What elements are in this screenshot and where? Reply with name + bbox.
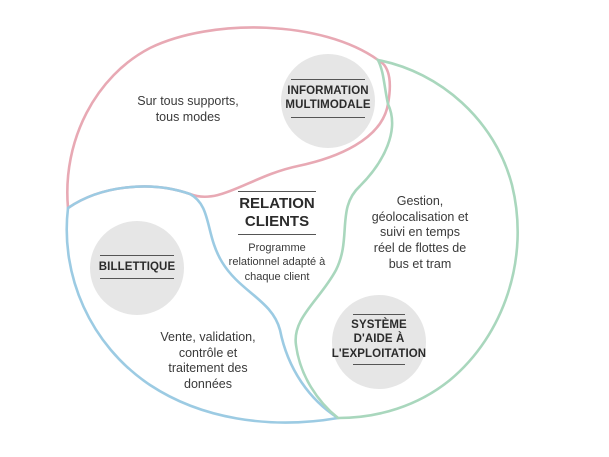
billettique-description: Vente, validation, contrôle et traitemen… — [148, 330, 268, 393]
sae-title-line-2: D'AIDE À — [353, 333, 405, 346]
center-label: RELATION CLIENTS Programme relationnel a… — [212, 191, 342, 284]
sae-title-line-1: SYSTÈME — [351, 319, 407, 331]
billettique-node-circle — [90, 221, 184, 315]
information-description: Sur tous supports, tous modes — [128, 94, 248, 125]
center-subtitle-line-1: Programme — [248, 242, 306, 254]
billettique-rule-top — [100, 255, 174, 256]
information-node-label: INFORMATION MULTIMODALE — [268, 79, 388, 118]
information-desc-line-2: tous modes — [155, 109, 221, 124]
sae-node-label: SYSTÈME D'AIDE À L'EXPLOITATION — [322, 314, 436, 366]
center-title-line-1: RELATION — [239, 195, 315, 212]
billettique-node-label: BILLETTIQUE — [87, 255, 187, 280]
information-rule-bottom — [291, 116, 365, 118]
information-rule-top — [291, 79, 365, 80]
sae-rule-bottom — [353, 364, 405, 366]
sae-title-line-3: L'EXPLOITATION — [331, 347, 427, 360]
sae-rule-top — [353, 314, 405, 315]
sae-desc-line-1: Gestion, — [396, 194, 444, 208]
center-title-line-2: CLIENTS — [244, 213, 310, 230]
billettique-desc-line-2: contrôle et — [178, 345, 238, 360]
center-rule-top — [238, 191, 316, 192]
center-subtitle-line-3: chaque client — [244, 270, 310, 283]
center-subtitle-line-2: relationnel adapté à — [228, 256, 326, 269]
information-title-line-2: MULTIMODALE — [285, 99, 371, 112]
green-swirl-outline — [294, 58, 519, 420]
sae-node-circle — [332, 295, 426, 389]
billettique-rule-bottom — [100, 278, 174, 280]
center-subtitle: Programme relationnel adapté à chaque cl… — [212, 241, 342, 284]
sae-description: Gestion, géolocalisation et suivi en tem… — [358, 194, 482, 272]
information-title-line-1: INFORMATION — [287, 85, 369, 97]
billettique-desc-line-3: traitement des — [168, 361, 248, 376]
blue-swirl-outline — [65, 185, 342, 424]
billettique-desc-line-4: données — [184, 376, 232, 391]
information-desc-line-1: Sur tous supports, — [137, 94, 239, 108]
information-node-circle — [281, 54, 375, 148]
sae-desc-line-3: suivi en temps — [380, 225, 460, 240]
sae-desc-line-5: bus et tram — [388, 256, 452, 271]
sae-desc-line-2: géolocalisation et — [371, 209, 469, 224]
sae-desc-line-4: réel de flottes de — [373, 240, 467, 255]
billettique-title: BILLETTIQUE — [98, 261, 176, 273]
center-rule-bottom — [238, 234, 316, 235]
billettique-desc-line-1: Vente, validation, — [160, 330, 256, 344]
